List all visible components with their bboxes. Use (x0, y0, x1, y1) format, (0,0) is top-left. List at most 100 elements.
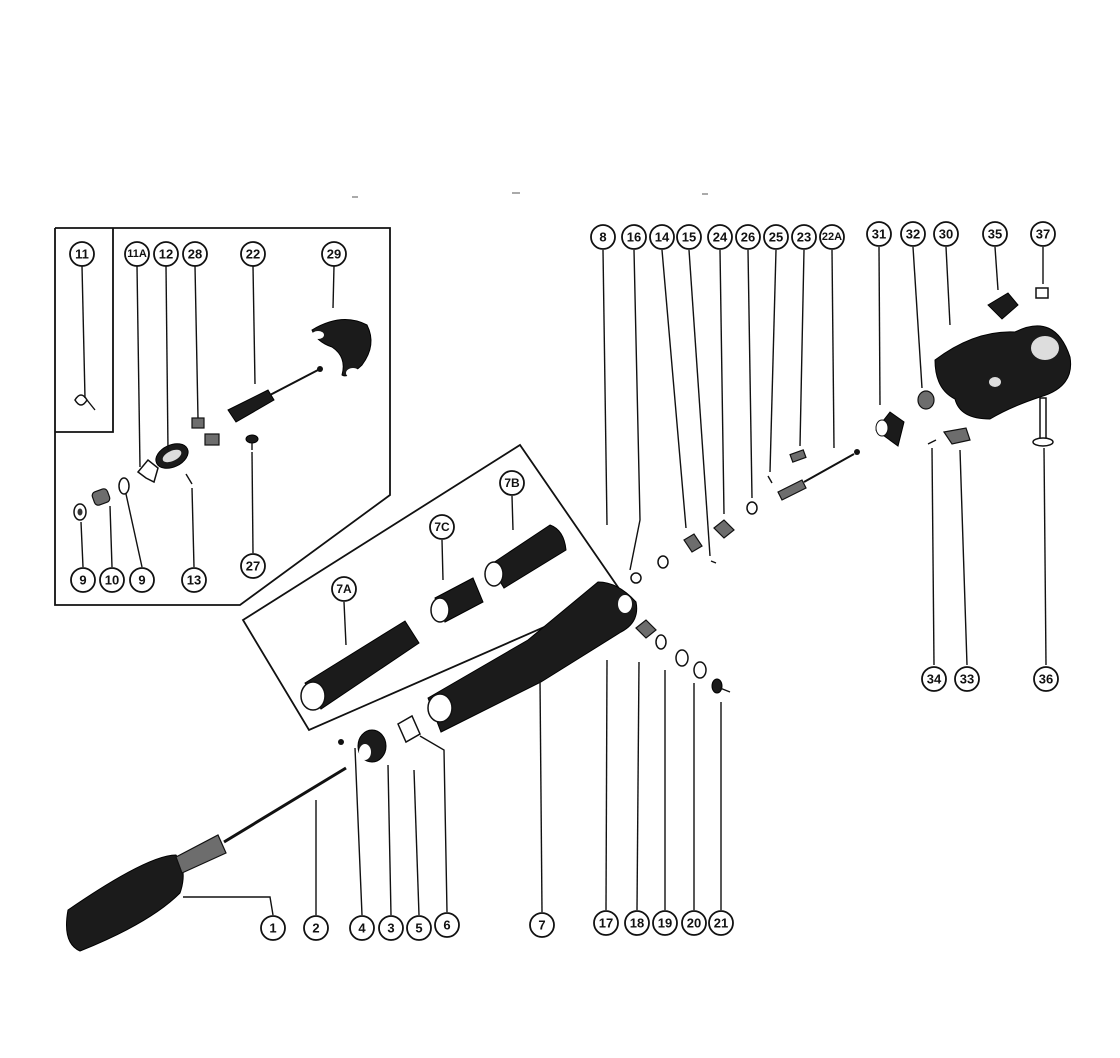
svg-text:33: 33 (960, 672, 974, 687)
part-2-rod (223, 766, 347, 844)
callout-15: 15 (676, 224, 702, 250)
part-3-nut (357, 729, 387, 763)
svg-text:15: 15 (682, 230, 696, 245)
svg-text:25: 25 (769, 230, 783, 245)
callout-30: 30 (933, 221, 959, 247)
callout-2: 2 (303, 915, 329, 941)
callout-21: 21 (708, 910, 734, 936)
part-26-ring (746, 501, 758, 515)
part-31-bushing (875, 411, 905, 447)
svg-text:23: 23 (797, 230, 811, 245)
part-10-spring (91, 488, 111, 506)
callouts: 11 11A 12 28 22 29 9 10 9 13 27 7A 7C 7B… (69, 221, 1059, 941)
handle-kit-frame (241, 443, 624, 732)
callout-35: 35 (982, 221, 1008, 247)
svg-text:35: 35 (988, 227, 1002, 242)
leader-lines (80, 246, 1047, 916)
part-16-washer (657, 555, 669, 569)
svg-text:6: 6 (443, 918, 450, 933)
svg-text:28: 28 (188, 247, 202, 262)
svg-text:31: 31 (872, 227, 886, 242)
callout-24: 24 (707, 224, 733, 250)
part-29-yoke (311, 319, 372, 378)
part-7b-handle-end (484, 524, 567, 589)
callout-11a: 11A (124, 241, 150, 267)
svg-text:13: 13 (187, 573, 201, 588)
callout-33: 33 (954, 666, 980, 692)
callout-8: 8 (590, 224, 616, 250)
part-13-pin (185, 473, 193, 485)
callout-1: 1 (260, 915, 286, 941)
svg-text:30: 30 (939, 227, 953, 242)
callout-7c: 7C (429, 514, 455, 540)
svg-text:36: 36 (1039, 672, 1053, 687)
callout-36: 36 (1033, 666, 1059, 692)
callout-5: 5 (406, 915, 432, 941)
svg-text:3: 3 (387, 921, 394, 936)
part-14-bracket (683, 533, 703, 553)
callout-28: 28 (182, 241, 208, 267)
callout-34: 34 (921, 666, 947, 692)
part-11-pin (74, 394, 96, 411)
svg-text:24: 24 (713, 230, 728, 245)
callout-7: 7 (529, 912, 555, 938)
part-9-washer-b (118, 477, 130, 495)
part-1-handle-grip (66, 834, 227, 952)
svg-text:27: 27 (246, 559, 260, 574)
svg-text:22: 22 (246, 247, 260, 262)
svg-text:12: 12 (159, 247, 173, 262)
callout-3: 3 (378, 915, 404, 941)
callout-22a: 22A (819, 224, 845, 250)
svg-text:7B: 7B (504, 476, 520, 490)
svg-text:20: 20 (687, 916, 701, 931)
callout-31: 31 (866, 221, 892, 247)
part-20-washer (693, 661, 707, 679)
callout-9-right: 9 (129, 567, 155, 593)
part-21-screw (711, 678, 731, 694)
part-24-clip (713, 519, 735, 539)
svg-text:34: 34 (927, 672, 942, 687)
part-17-clip (635, 619, 657, 639)
part-12-collar (155, 443, 189, 469)
svg-text:11: 11 (75, 247, 89, 262)
svg-text:14: 14 (655, 230, 670, 245)
callout-23: 23 (791, 224, 817, 250)
svg-text:29: 29 (327, 247, 341, 262)
callout-27: 27 (240, 553, 266, 579)
callout-12: 12 (153, 241, 179, 267)
callout-32: 32 (900, 221, 926, 247)
callout-22: 22 (240, 241, 266, 267)
part-22-shaft (227, 366, 323, 423)
svg-text:19: 19 (658, 916, 672, 931)
svg-text:21: 21 (714, 916, 728, 931)
svg-text:26: 26 (741, 230, 755, 245)
part-7c-sleeve (430, 577, 484, 623)
callout-4: 4 (349, 915, 375, 941)
svg-text:7: 7 (538, 918, 545, 933)
part-28-blocks (191, 417, 220, 446)
part-27-screw (245, 434, 259, 450)
svg-text:8: 8 (599, 230, 606, 245)
callout-37: 37 (1030, 221, 1056, 247)
callout-14: 14 (649, 224, 675, 250)
callout-10: 10 (99, 567, 125, 593)
part-30-bracket (934, 325, 1072, 420)
part-33-clip (942, 427, 971, 445)
callout-6: 6 (434, 912, 460, 938)
callout-7a: 7A (331, 576, 357, 602)
callout-29: 29 (321, 241, 347, 267)
callout-9-left: 9 (70, 567, 96, 593)
part-9-washer-a (73, 503, 87, 521)
scan-marks (352, 192, 708, 198)
svg-text:5: 5 (415, 921, 422, 936)
svg-text:18: 18 (630, 916, 644, 931)
part-18-washer (655, 634, 667, 650)
callout-11: 11 (69, 241, 95, 267)
svg-text:37: 37 (1036, 227, 1050, 242)
callout-13: 13 (181, 567, 207, 593)
callout-17: 17 (593, 910, 619, 936)
part-34-pin (927, 439, 937, 445)
part-23-block (789, 449, 807, 463)
part-8-plug (630, 572, 642, 584)
callout-20: 20 (681, 910, 707, 936)
